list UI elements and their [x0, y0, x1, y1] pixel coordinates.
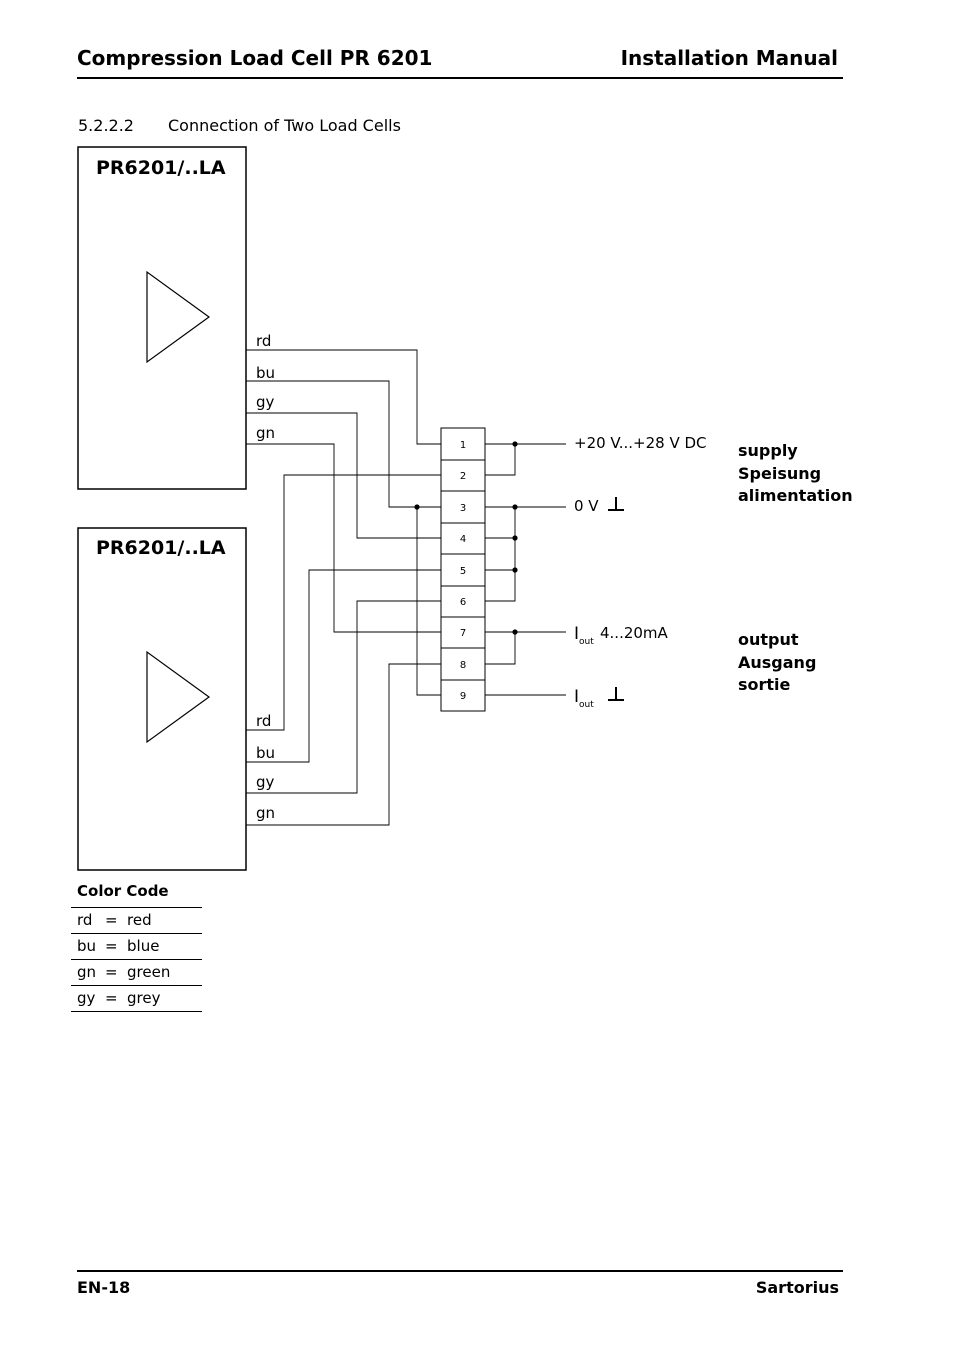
wire-label: gn: [256, 424, 275, 442]
iout-range-label: 4...20mA: [600, 624, 669, 642]
color-name: green: [127, 963, 171, 981]
ground-bus-left: [416, 507, 441, 696]
ground-icon: [608, 497, 624, 511]
terminal-bridges: [485, 444, 516, 665]
iout-label: Iout: [574, 624, 594, 647]
color-code-row: rd = red: [71, 907, 202, 933]
color-code-row: gn = green: [71, 959, 202, 985]
page-number: EN-18: [77, 1278, 131, 1297]
wire-label: rd: [256, 712, 271, 730]
load-cell-bottom-box: [77, 527, 247, 871]
load-cell-bottom-label: PR6201/..LA: [96, 537, 226, 559]
wire-label: bu: [256, 364, 275, 382]
supply-label-de: Speisung: [738, 464, 821, 483]
terminal-number: 5: [460, 566, 466, 577]
terminal-number: 8: [460, 660, 466, 671]
output-label-en: output: [738, 630, 799, 649]
color-abbr: gy: [77, 989, 96, 1007]
iout-ground-label: Iout: [574, 687, 594, 710]
wire-label: bu: [256, 744, 275, 762]
color-abbr: gn: [77, 963, 97, 981]
terminal-number: 4: [460, 534, 466, 545]
ground-icon: [608, 687, 624, 701]
equals-sign: =: [105, 989, 118, 1007]
header-title: Compression Load Cell PR 6201: [77, 46, 433, 70]
terminal-number: 2: [460, 471, 466, 482]
load-cell-top-label: PR6201/..LA: [96, 157, 226, 179]
equals-sign: =: [105, 963, 118, 981]
junction-dots: [414, 441, 518, 635]
color-abbr: bu: [77, 937, 97, 955]
color-code-row: bu = blue: [71, 933, 202, 959]
top-cell-wires: [246, 349, 441, 633]
bottom-cell-wires: [246, 474, 441, 826]
supply-voltage-label: +20 V...+28 V DC: [574, 434, 707, 452]
color-code-table: Color Code rd = red bu = blue gn = green gy = gr…: [71, 881, 202, 1012]
color-abbr: rd: [77, 911, 93, 929]
section-number: 5.2.2.2: [78, 116, 134, 135]
amplifier-icon: [146, 270, 211, 364]
header-manual-name: Installation Manual: [620, 46, 838, 70]
terminal-number: 1: [460, 440, 466, 451]
wire-label: rd: [256, 332, 271, 350]
brand-name: Sartorius: [755, 1278, 839, 1297]
equals-sign: =: [105, 937, 118, 955]
terminal-block: [440, 427, 486, 712]
terminal-number: 6: [460, 597, 466, 608]
color-code-title: Color Code: [77, 882, 169, 900]
color-name: blue: [127, 937, 160, 955]
supply-label-fr: alimentation: [738, 486, 853, 505]
header-rule: [77, 77, 843, 79]
section-title: Connection of Two Load Cells: [168, 116, 401, 135]
wire-label: gn: [256, 804, 275, 822]
load-cell-top-box: [77, 146, 247, 490]
wiring-diagram: PR6201/..LA PR6201/..LA rd bu gy gn rd b…: [77, 146, 853, 871]
color-code-row: gy = grey: [71, 985, 202, 1012]
section-heading: 5.2.2.2 Connection of Two Load Cells: [78, 116, 401, 135]
wire-label: gy: [256, 393, 275, 411]
terminal-number: 9: [460, 691, 466, 702]
amplifier-icon: [146, 650, 211, 744]
terminal-number: 3: [460, 503, 466, 514]
color-name: grey: [127, 989, 161, 1007]
supply-label-en: supply: [738, 441, 798, 460]
equals-sign: =: [105, 911, 118, 929]
footer-rule: [77, 1270, 843, 1272]
color-name: red: [127, 911, 152, 929]
zero-volt-label: 0 V: [574, 497, 599, 515]
wire-label: gy: [256, 773, 275, 791]
output-label-fr: sortie: [738, 675, 791, 694]
output-lines: [485, 443, 566, 696]
output-label-de: Ausgang: [738, 653, 816, 672]
terminal-number: 7: [460, 628, 466, 639]
